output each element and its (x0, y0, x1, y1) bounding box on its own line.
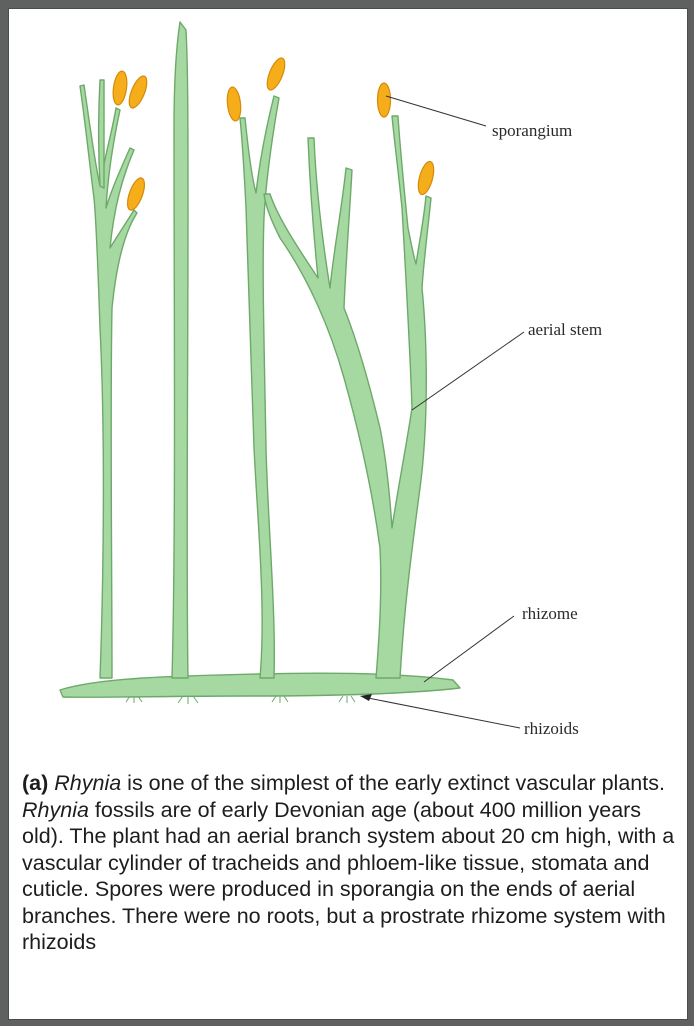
sporangium-6 (378, 83, 391, 117)
rhizoids-label: rhizoids (524, 719, 579, 738)
caption-prefix: (a) (22, 771, 48, 795)
rhizome-label: rhizome (522, 604, 578, 623)
figure-caption: (a) Rhynia is one of the simplest of the… (22, 770, 684, 956)
rhizome-leader (424, 616, 514, 682)
sporangium-2 (126, 74, 151, 110)
caption-part: is one of the simplest of the early exti… (121, 771, 665, 795)
sporangium-label: sporangium (492, 121, 572, 140)
stem-plant-3 (240, 96, 279, 678)
sporangium-5 (264, 56, 289, 92)
caption-part: Rhynia (22, 798, 89, 822)
sporangium-3 (124, 176, 148, 212)
sporangia (111, 56, 436, 212)
sporangium-1 (111, 70, 129, 105)
plant-body (60, 22, 460, 704)
sporangium-4 (226, 86, 242, 121)
rhynia-illustration: sporangium aerial stem rhizome rhizoids (8, 8, 688, 748)
stem-plant-2 (172, 22, 188, 678)
sporangium-leader (386, 96, 486, 126)
aerial-stem-leader (412, 332, 524, 410)
rhizoids-leader (368, 698, 520, 728)
stem-plant-4 (264, 116, 431, 678)
figure-page: sporangium aerial stem rhizome rhizoids … (8, 8, 688, 1020)
stem-plant-1 (80, 85, 137, 678)
aerial-stem-label: aerial stem (528, 320, 602, 339)
caption-part: fossils are of early Devonian age (about… (22, 798, 674, 955)
sporangium-7 (415, 160, 436, 196)
caption-part: Rhynia (54, 771, 121, 795)
